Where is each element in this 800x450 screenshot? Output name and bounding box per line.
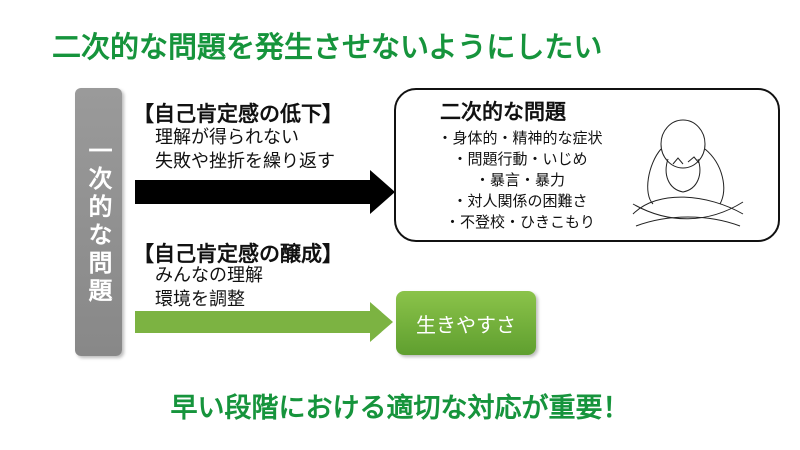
list-item: ・対人関係の困難さ bbox=[452, 192, 588, 210]
list-item: ・問題行動・いじめ bbox=[452, 150, 588, 168]
outcome-label: 生きやすさ bbox=[416, 312, 516, 337]
black-arrow-icon bbox=[135, 170, 395, 214]
primary-problem-label: 一次的な問題 bbox=[84, 138, 112, 306]
list-item: ・身体的・精神的な症状 bbox=[437, 129, 603, 147]
slide-title: 二次的な問題を発生させないようにしたい bbox=[52, 30, 603, 64]
conclusion-text: 早い段階における適切な対応が重要！ bbox=[170, 393, 630, 424]
negative-line: 理解が得られない bbox=[155, 127, 299, 148]
positive-line: 環境を調整 bbox=[155, 289, 245, 310]
green-arrow-icon bbox=[135, 302, 393, 342]
positive-line: みんなの理解 bbox=[155, 265, 263, 286]
positive-heading: 【自己肯定感の醸成】 bbox=[133, 242, 343, 266]
negative-heading: 【自己肯定感の低下】 bbox=[133, 102, 343, 126]
secondary-list: ・身体的・精神的な症状 ・問題行動・いじめ ・暴言・暴力 ・対人関係の困難さ ・… bbox=[420, 128, 620, 233]
outcome-box: 生きやすさ bbox=[396, 291, 536, 355]
primary-problem-bar: 一次的な問題 bbox=[75, 88, 122, 356]
list-item: ・不登校・ひきこもり bbox=[444, 213, 595, 231]
secondary-problems-box bbox=[394, 88, 780, 242]
secondary-title: 二次的な問題 bbox=[440, 100, 566, 124]
distressed-person-icon bbox=[632, 119, 744, 227]
list-item: ・暴言・暴力 bbox=[474, 171, 565, 189]
negative-line: 失敗や挫折を繰り返す bbox=[155, 151, 335, 172]
